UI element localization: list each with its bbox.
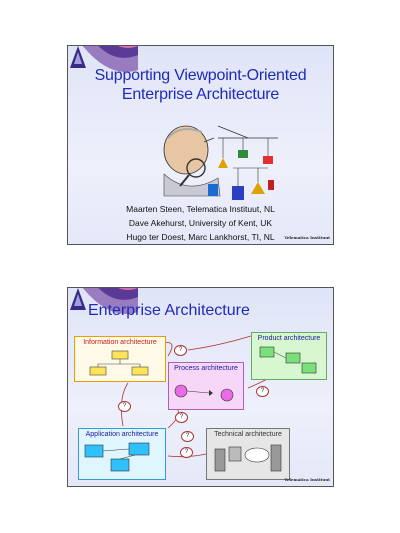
telematica-logo-icon xyxy=(70,288,86,310)
product-architecture-label: Product architecture xyxy=(257,335,321,342)
question-mark-icon: ? xyxy=(174,345,187,356)
title-line-2: Enterprise Architecture xyxy=(121,86,280,103)
network-hardware-icon xyxy=(214,444,282,472)
architecture-slide: Enterprise Architecture Information arch… xyxy=(67,287,334,487)
product-architecture-box: Product architecture xyxy=(251,332,327,380)
telematica-logo-icon xyxy=(70,46,86,68)
information-architecture-label: Information architecture xyxy=(83,339,157,346)
author-list: Maarten Steen, Telematica Instituut, NL … xyxy=(88,202,313,244)
process-architecture-label: Process architecture xyxy=(174,365,238,372)
product-cubes-icon xyxy=(259,346,317,374)
question-mark-icon: ? xyxy=(118,401,131,412)
application-architecture-box: Application architecture xyxy=(78,428,166,480)
swirl-decoration-icon xyxy=(82,46,138,72)
author-line: Hugo ter Doest, Marc Lankhorst, TI, NL xyxy=(126,232,275,242)
author-line: Maarten Steen, Telematica Instituut, NL xyxy=(126,204,275,214)
question-mark-icon: ? xyxy=(175,412,188,423)
information-architecture-box: Information architecture xyxy=(74,336,166,382)
question-mark-icon: ? xyxy=(256,386,269,397)
slide-title: Supporting Viewpoint-Oriented Enterprise… xyxy=(68,66,333,104)
process-flow-icon xyxy=(174,384,234,402)
question-mark-icon: ? xyxy=(180,447,193,458)
mobile-inspector-illustration xyxy=(163,125,278,200)
title-line-1: Supporting Viewpoint-Oriented xyxy=(94,67,307,84)
author-line: Dave Akehurst, University of Kent, UK xyxy=(128,218,273,228)
technical-architecture-box: Technical architecture xyxy=(206,428,290,480)
swirl-decoration-icon xyxy=(82,288,138,314)
slide-title: Enterprise Architecture xyxy=(88,302,250,319)
process-architecture-box: Process architecture xyxy=(168,362,244,410)
technical-architecture-label: Technical architecture xyxy=(214,431,282,438)
class-diagram-icon xyxy=(89,350,149,376)
title-slide: Supporting Viewpoint-Oriented Enterprise… xyxy=(67,45,334,245)
question-mark-icon: ? xyxy=(181,431,194,442)
application-architecture-label: Application architecture xyxy=(85,431,159,438)
component-diagram-icon xyxy=(84,442,150,472)
logo-text: Telematica Instituut xyxy=(284,235,330,240)
logo-text: Telematica Instituut xyxy=(284,477,330,482)
